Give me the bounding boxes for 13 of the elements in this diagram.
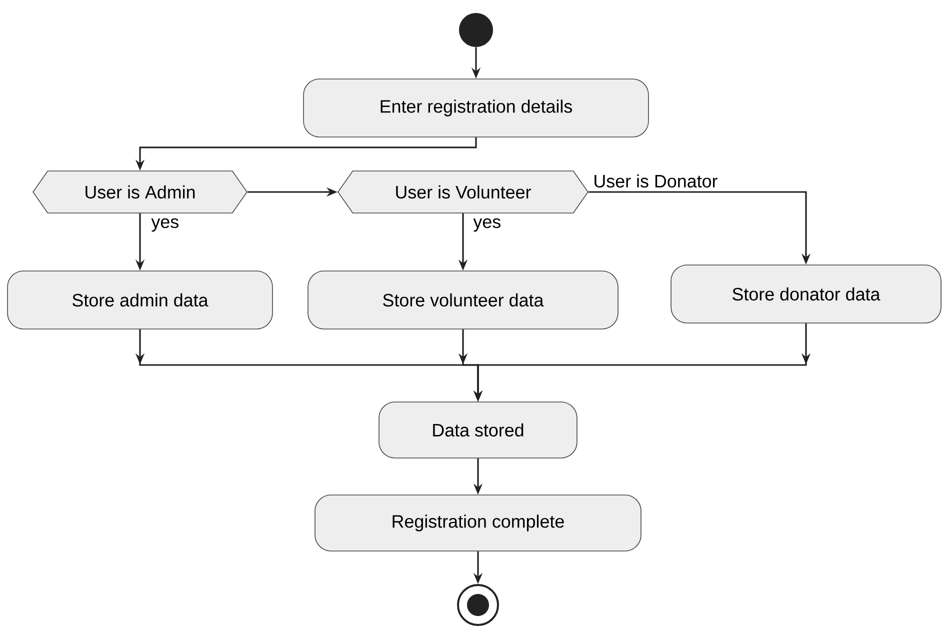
decision-hexagon: User is Volunteer <box>338 170 588 214</box>
action-box: Enter registration details <box>303 78 649 138</box>
edge-label: User is Donator <box>592 173 719 189</box>
action-box: Store admin data <box>7 270 273 330</box>
action-box: Store volunteer data <box>308 270 618 330</box>
decision-hexagon: User is Admin <box>32 170 248 214</box>
start-circle <box>459 13 493 47</box>
action-box: Data stored <box>378 402 578 458</box>
action-box: Store donator data <box>670 264 942 324</box>
edge-label: yes <box>150 217 180 233</box>
end-circle <box>457 584 499 626</box>
edge-label: yes <box>472 217 502 233</box>
action-box: Registration complete <box>314 494 642 552</box>
